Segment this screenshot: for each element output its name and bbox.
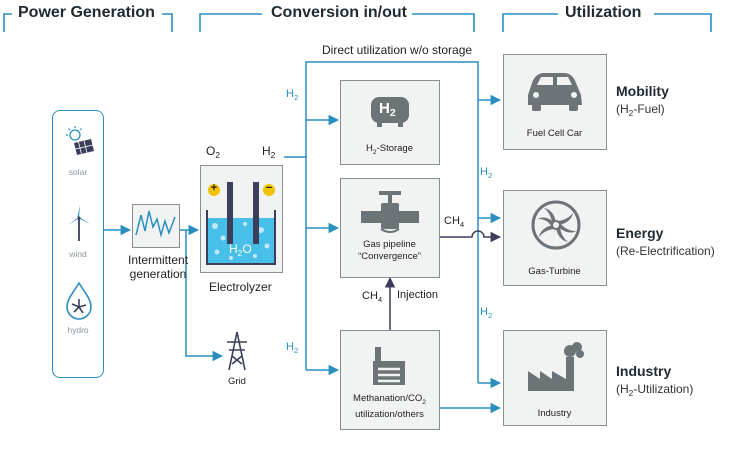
flow-ch4-injection-sub: 4	[377, 295, 383, 304]
storage-cap-h: H	[365, 143, 373, 154]
mobility-sub-sub: 2	[628, 108, 634, 118]
gas-turbine-label: Gas-Turbine	[528, 266, 581, 277]
storage-cap-post: -Storage	[376, 143, 413, 154]
flow-h2-energy-text: H	[480, 166, 488, 178]
methanation-line2: utilization/others	[355, 409, 424, 420]
flow-ch4-turbine-text: CH	[444, 215, 460, 227]
section-brackets	[3, 13, 712, 32]
gas-pipeline-label: Gas pipeline “Convergence”	[341, 239, 438, 263]
utilization-title-industry: Industry	[616, 363, 672, 379]
fuel-cell-car-box: Fuel Cell Car	[503, 54, 607, 150]
water-o: O	[242, 242, 252, 256]
turbine-icon	[531, 200, 581, 250]
plus-terminal: +	[210, 182, 218, 194]
flow-label-ch4-injection: CH4	[362, 290, 382, 304]
o2-sub: 2	[215, 150, 221, 160]
methanation-line1-sub: 2	[422, 399, 426, 406]
storage-cap-sub: 2	[372, 149, 377, 156]
flow-label-h2-industry: H2	[480, 306, 492, 320]
utilization-title-energy: Energy	[616, 225, 664, 241]
utilization-sub-industry: (H2-Utilization)	[616, 382, 693, 398]
h2-storage-box: H2 H2-Storage	[340, 80, 440, 165]
water-sub: 2	[237, 248, 243, 258]
electrolysis-cell-icon	[206, 182, 276, 265]
section-title-power-generation: Power Generation	[18, 4, 155, 21]
wind-turbine-icon	[68, 205, 90, 241]
gas-pipeline-line1: Gas pipeline	[363, 239, 416, 250]
grid-pylon-icon	[227, 331, 247, 371]
section-title-utilization: Utilization	[565, 4, 642, 21]
tank-h-text: H	[379, 100, 390, 117]
zigzag-signal-icon	[135, 210, 176, 238]
mobility-sub-post: -Fuel)	[633, 102, 665, 116]
source-label-wind: wind	[69, 249, 87, 259]
industry-sub-pre: (H	[616, 382, 629, 396]
industry-output-label: Industry	[537, 408, 572, 419]
flow-label-ch4-turbine: CH4	[444, 215, 464, 229]
source-label-hydro: hydro	[67, 325, 89, 335]
intermittent-label-line1: Intermittent	[128, 253, 189, 267]
grid-label: Grid	[228, 376, 246, 387]
pipeline-valve-icon	[361, 191, 419, 233]
h2-text: H	[262, 144, 271, 158]
flow-h2-industry-text: H	[480, 306, 488, 318]
electrolyzer-h2-label: H2	[262, 144, 275, 160]
flow-h2-bottom-sub: 2	[293, 346, 299, 355]
hydro-icon	[66, 281, 92, 320]
utilization-title-mobility: Mobility	[616, 83, 669, 99]
gas-pipeline-box: Gas pipeline “Convergence”	[340, 178, 440, 278]
solar-panel-icon	[66, 126, 94, 155]
tank-h-sub: 2	[389, 107, 396, 119]
intermittent-generation-box	[132, 204, 180, 248]
flow-h2-bottom-text: H	[286, 341, 294, 353]
flow-h2-top-text: H	[286, 88, 294, 100]
source-label-solar: solar	[68, 167, 88, 177]
flow-label-injection: Injection	[397, 289, 438, 301]
flow-h2-top-sub: 2	[293, 93, 299, 102]
flow-h2-industry-sub: 2	[487, 311, 493, 320]
h2-sub: 2	[270, 150, 276, 160]
methanation-box: Methanation/CO2 utilization/others	[340, 330, 440, 430]
direct-utilization-label: Direct utilization w/o storage	[322, 43, 473, 57]
gas-pipeline-line2: “Convergence”	[358, 251, 421, 262]
flow-label-h2-bottom: H2	[286, 341, 298, 355]
car-icon	[528, 73, 582, 111]
tank-h2-text: H2	[379, 100, 396, 119]
factory-plant-icon	[373, 347, 405, 385]
flow-label-h2-top: H2	[286, 88, 298, 102]
gas-turbine-box: Gas-Turbine	[503, 190, 607, 286]
fuel-cell-car-label: Fuel Cell Car	[526, 128, 583, 139]
flow-ch4-turbine-sub: 4	[459, 220, 465, 229]
intermittent-generation-label: Intermittent generation	[128, 253, 188, 281]
flow-label-h2-energy: H2	[480, 166, 492, 180]
utilization-sub-mobility: (H2-Fuel)	[616, 102, 665, 118]
methanation-line1-text: Methanation/CO	[353, 393, 423, 404]
electrolyzer-o2-label: O2	[206, 144, 220, 160]
intermittent-label-line2: generation	[129, 267, 187, 281]
utilization-sub-energy: (Re-Electrification)	[616, 244, 715, 258]
electrolyzer-box: + − H2O	[200, 165, 283, 273]
h2-storage-label: H2-Storage	[341, 143, 438, 158]
water-label: H2O	[229, 242, 252, 258]
o2-text: O	[206, 144, 216, 158]
industry-sub-post: -Utilization)	[633, 382, 694, 396]
industry-sub-sub: 2	[628, 388, 634, 398]
industry-box: Industry	[503, 330, 607, 426]
industry-factory-icon	[528, 342, 584, 391]
electrolyzer-label: Electrolyzer	[209, 280, 272, 294]
section-title-conversion: Conversion in/out	[271, 4, 407, 21]
power-sources-panel: solar wind hydro	[52, 110, 104, 378]
water-h: H	[229, 242, 238, 256]
methanation-label: Methanation/CO2 utilization/others	[341, 393, 438, 421]
flow-h2-energy-sub: 2	[487, 171, 493, 180]
methanation-line1: Methanation/CO2	[341, 393, 438, 409]
hydrogen-tank-icon	[371, 97, 409, 127]
mobility-sub-pre: (H	[616, 102, 629, 116]
minus-terminal: −	[265, 182, 273, 194]
flow-ch4-injection-text: CH	[362, 290, 378, 302]
